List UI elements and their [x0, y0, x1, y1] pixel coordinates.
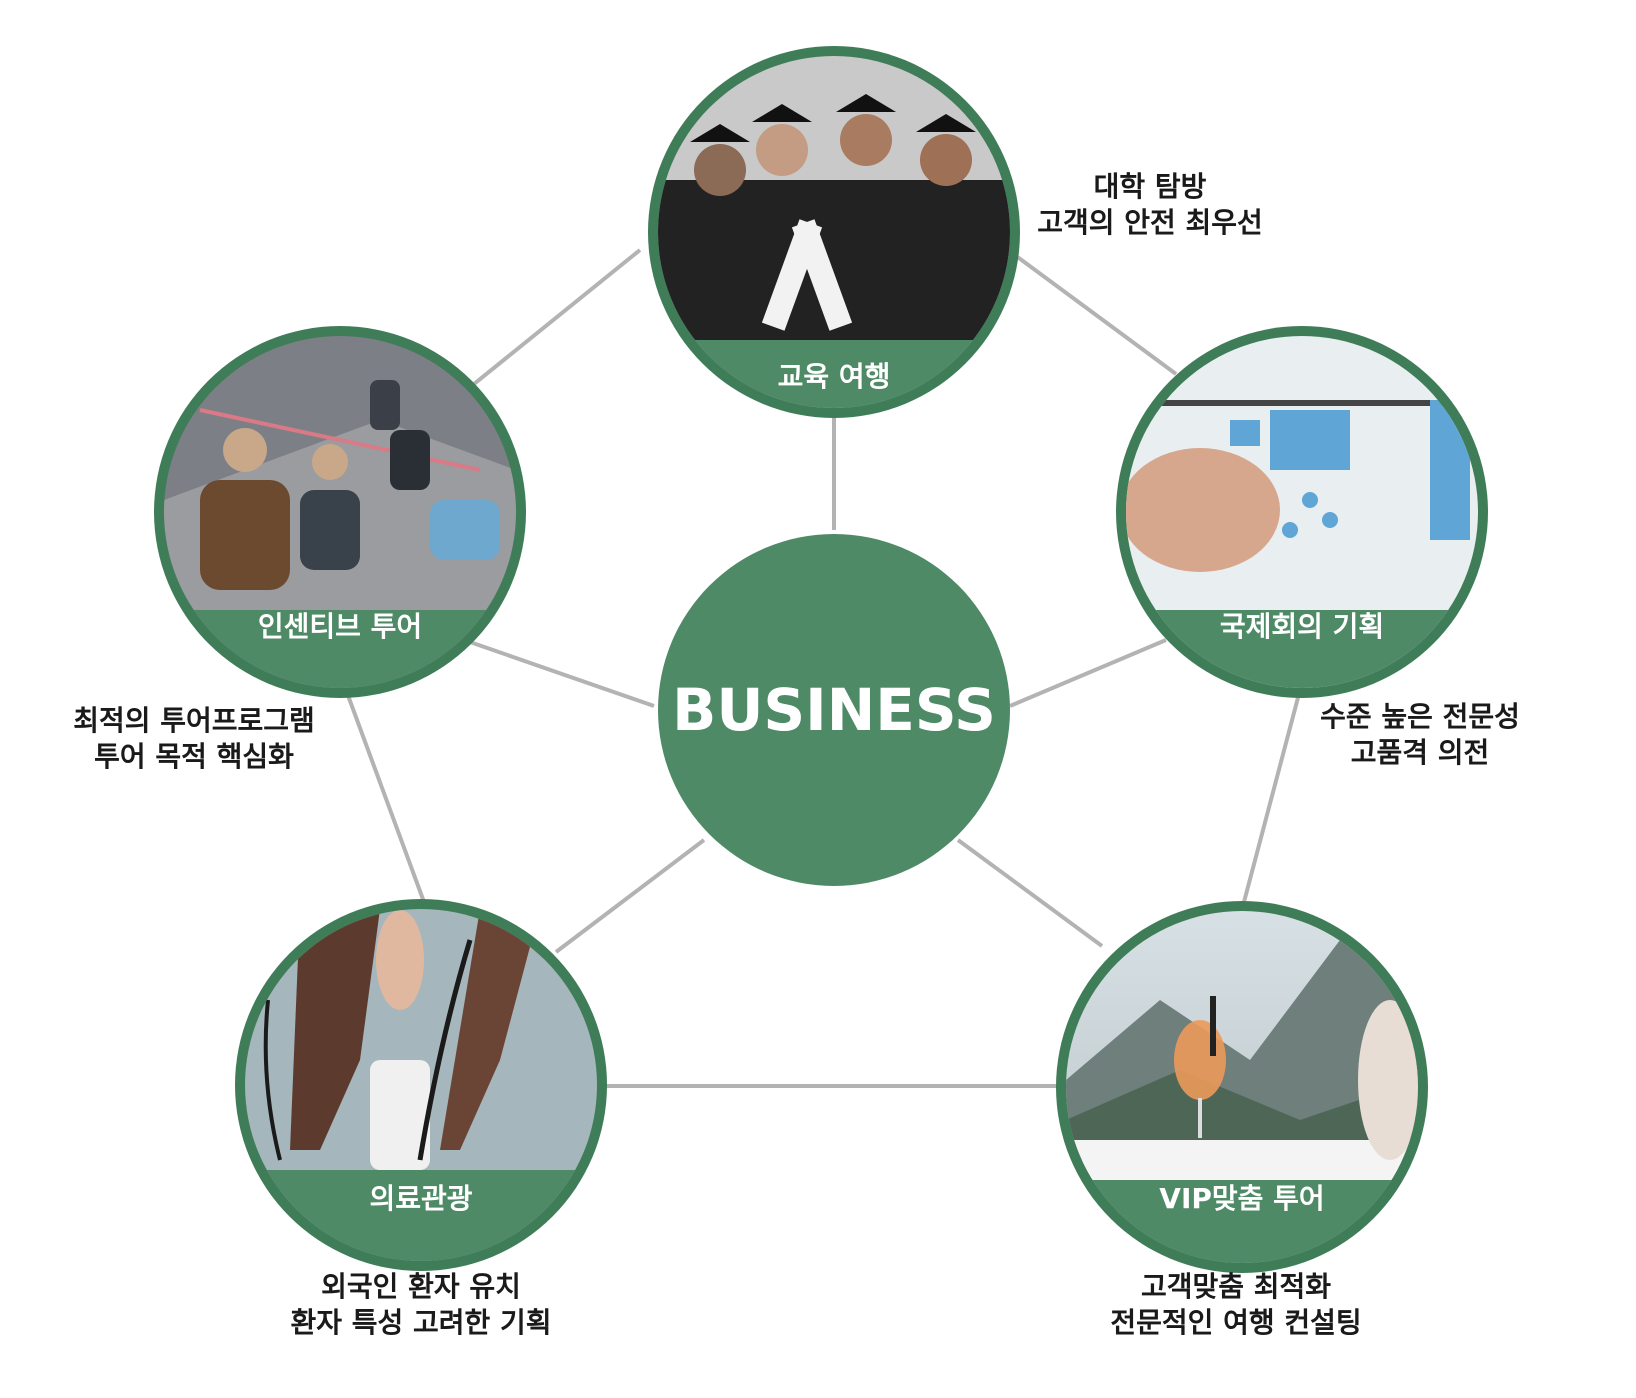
node-education: 교육 여행: [648, 46, 1020, 418]
desc-vip-line2: 전문적인 여행 컨설팅: [1110, 1306, 1361, 1339]
edge-medical-incentive: [344, 689, 426, 903]
spoke-incentive: [469, 640, 655, 708]
group-walk-photo: [164, 336, 516, 688]
desc-conference-line1: 수준 높은 전문성: [1320, 700, 1520, 733]
edge-conference-vip: [1242, 689, 1302, 903]
desc-incentive-line2: 투어 목적 핵심화: [94, 740, 294, 773]
center-node: BUSINESS: [658, 534, 1010, 886]
node-vip: VIP맞춤 투어: [1056, 901, 1428, 1273]
node-conference: 국제회의 기획: [1116, 326, 1488, 698]
desc-medical-line2: 환자 특성 고려한 기획: [290, 1306, 551, 1339]
desc-education-line1: 대학 탐방: [1094, 170, 1207, 203]
spoke-conference: [1009, 638, 1167, 708]
node-vip-label: VIP맞춤 투어: [1159, 1182, 1324, 1215]
edge-education-conference: [1006, 248, 1178, 376]
desc-conference-line2: 고품격 의전: [1351, 736, 1490, 769]
node-incentive-label: 인센티브 투어: [258, 610, 422, 643]
desc-medical: 외국인 환자 유치 환자 특성 고려한 기획: [290, 1270, 551, 1339]
node-education-label: 교육 여행: [778, 360, 891, 393]
desc-education: 대학 탐방 고객의 안전 최우선: [1037, 170, 1263, 239]
spoke-medical: [554, 838, 706, 954]
edge-incentive-education: [472, 248, 642, 386]
node-medical: 의료관광: [235, 899, 607, 1271]
desc-incentive: 최적의 투어프로그램 투어 목적 핵심화: [73, 704, 315, 773]
center-circle: [658, 534, 1010, 886]
mountain-drink-photo: [1066, 911, 1418, 1263]
desc-education-line2: 고객의 안전 최우선: [1037, 206, 1263, 239]
node-conference-label: 국제회의 기획: [1220, 610, 1384, 643]
desc-vip-line1: 고객맞춤 최적화: [1141, 1270, 1331, 1303]
node-incentive: 인센티브 투어: [154, 326, 526, 698]
desc-medical-line1: 외국인 환자 유치: [321, 1270, 521, 1303]
connector-lines: [344, 248, 1302, 1088]
desc-conference: 수준 높은 전문성 고품격 의전: [1320, 700, 1520, 769]
desc-incentive-line1: 최적의 투어프로그램: [73, 704, 315, 737]
desc-vip: 고객맞춤 최적화 전문적인 여행 컨설팅: [1110, 1270, 1361, 1339]
graduates-photo: [658, 56, 1010, 408]
spoke-vip: [956, 838, 1104, 948]
center-label: BUSINESS: [672, 676, 996, 744]
node-medical-label: 의료관광: [369, 1182, 472, 1215]
